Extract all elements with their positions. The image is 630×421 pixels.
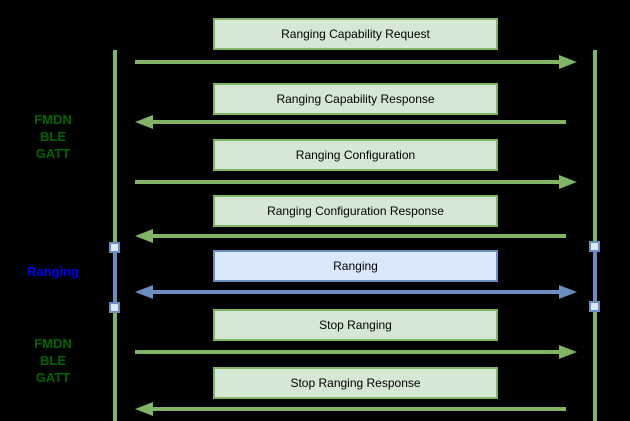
arrow-shaft — [135, 350, 561, 354]
arrowhead-left-icon — [135, 285, 153, 299]
arrow-right-ranging-configuration — [135, 175, 577, 189]
arrow-left-stop-ranging-response — [135, 402, 577, 416]
phase-label-ranging: Ranging — [27, 264, 79, 279]
message-box-ranging-configuration: Ranging Configuration — [213, 139, 498, 171]
arrowhead-left-icon — [135, 229, 153, 243]
ranging-session-segment-left — [113, 247, 117, 308]
arrow-shaft — [135, 60, 561, 64]
ranging-session-segment-right — [593, 247, 597, 308]
arrowhead-left-icon — [135, 115, 153, 129]
arrow-bidirectional-ranging — [135, 285, 577, 299]
message-box-stop-ranging-response: Stop Ranging Response — [213, 367, 498, 399]
arrow-shaft — [135, 180, 561, 184]
activation-marker-right-top — [589, 241, 600, 252]
message-box-ranging-capability-response: Ranging Capability Response — [213, 83, 498, 115]
arrow-left-ranging-configuration-response — [135, 229, 577, 243]
arrow-shaft — [151, 120, 566, 124]
activation-marker-right-bottom — [589, 301, 600, 312]
activation-marker-left-top — [109, 242, 120, 253]
arrow-left-ranging-capability-response — [135, 115, 577, 129]
arrow-shaft — [151, 290, 561, 294]
arrowhead-right-icon — [559, 175, 577, 189]
arrow-right-stop-ranging — [135, 345, 577, 359]
arrowhead-right-icon — [559, 345, 577, 359]
message-box-ranging-capability-request: Ranging Capability Request — [213, 18, 498, 50]
activation-marker-left-bottom — [109, 302, 120, 313]
arrow-right-ranging-capability-request — [135, 55, 577, 69]
arrow-shaft — [151, 407, 566, 411]
arrow-shaft — [151, 234, 566, 238]
message-box-stop-ranging: Stop Ranging — [213, 309, 498, 341]
arrowhead-right-icon — [559, 55, 577, 69]
arrowhead-right-icon — [559, 285, 577, 299]
arrowhead-left-icon — [135, 402, 153, 416]
lifeline-left — [113, 50, 117, 421]
phase-label-fmdn-ble-gatt-bottom: FMDN BLE GATT — [34, 336, 72, 385]
lifeline-right — [593, 50, 597, 421]
phase-label-fmdn-ble-gatt-top: FMDN BLE GATT — [34, 112, 72, 161]
message-box-ranging: Ranging — [213, 250, 498, 282]
message-box-ranging-configuration-response: Ranging Configuration Response — [213, 195, 498, 227]
